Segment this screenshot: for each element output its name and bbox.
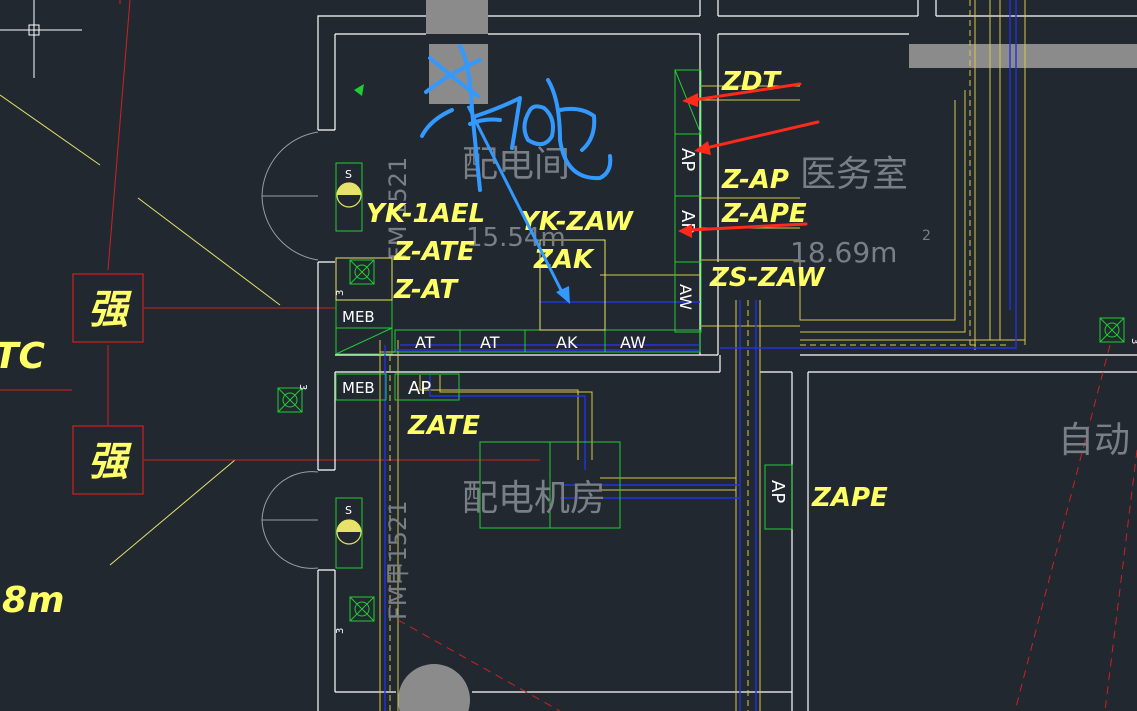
label-zak: ZAK xyxy=(533,245,595,275)
three-label-1: 3 xyxy=(335,290,346,296)
blue-arrow-annotation xyxy=(466,105,570,304)
at-label-2: AT xyxy=(480,333,500,352)
meb-label-upper: MEB xyxy=(342,308,375,326)
junction-box-4 xyxy=(1099,317,1125,343)
junction-box-1 xyxy=(349,259,375,285)
green-marker-icon xyxy=(354,84,364,96)
s-label-lower: S xyxy=(345,504,352,517)
green-equipment xyxy=(335,69,793,569)
label-z-ap: Z-AP xyxy=(721,165,789,195)
s-label-upper: S xyxy=(345,168,352,181)
door-swings xyxy=(261,131,319,569)
building-walls xyxy=(317,0,1137,711)
strong-current-box-lower: 强 xyxy=(72,425,144,495)
room-name-machine: 配电机房 xyxy=(462,478,606,519)
at-label-1: AT xyxy=(415,333,435,352)
room-area-distribution: 15.54m xyxy=(466,223,566,253)
crosshair-cursor xyxy=(0,0,82,78)
room-area-medical: 18.69m xyxy=(790,236,897,269)
label-zs-zaw: ZS-ZAW xyxy=(709,263,826,293)
handwriting-annotation xyxy=(420,44,613,192)
blue-wires xyxy=(384,0,1017,711)
beam-fill-right xyxy=(909,44,1137,68)
left-area-lines xyxy=(0,0,540,566)
red-arrow-annotations xyxy=(678,82,820,238)
ap-label-lower: AP xyxy=(408,378,431,399)
label-yk-1ael: YK-1AEL xyxy=(366,199,485,229)
door-label-lower: FM甲1521 xyxy=(384,500,412,620)
meb-label-lower: MEB xyxy=(342,379,375,397)
ap-label-machine: AP xyxy=(767,480,788,503)
label-left-tc: TC xyxy=(0,336,46,377)
aw-label-vertical: AW xyxy=(676,284,695,310)
column-fill-bottom xyxy=(398,664,470,711)
ak-label: AK xyxy=(556,333,578,352)
label-left-area: 8m xyxy=(2,580,65,621)
ap-label-1: AP xyxy=(677,148,698,171)
room-name-auto: 自动 xyxy=(1058,420,1130,461)
label-yk-zaw: YK-ZAW xyxy=(520,207,634,237)
ap-label-2: AP xyxy=(677,210,698,233)
label-z-at: Z-AT xyxy=(393,275,459,305)
s-switch-symbols xyxy=(336,182,362,545)
strong-current-box-upper: 强 xyxy=(72,273,144,343)
three-label-2: 3 xyxy=(297,384,308,390)
column-fill-top xyxy=(426,0,488,34)
red-dashed-lines xyxy=(397,344,1137,711)
yellow-cable-trays xyxy=(379,0,1026,711)
label-z-ate: Z-ATE xyxy=(393,237,475,267)
aw-label-horizontal: AW xyxy=(620,333,646,352)
door-label-upper: FM 1521 xyxy=(384,157,412,260)
junction-box-2 xyxy=(277,387,303,413)
yellow-dashed-lines xyxy=(389,0,1010,711)
label-zate: ZATE xyxy=(407,411,480,441)
three-label-3: 3 xyxy=(335,628,346,634)
three-label-4: 3 xyxy=(1129,338,1137,344)
room-area-superscript: 2 xyxy=(922,228,931,244)
room-name-medical: 医务室 xyxy=(800,154,908,195)
junction-box-3 xyxy=(349,596,375,622)
label-zape: ZAPE xyxy=(811,483,888,513)
strong-current-label-upper: 强 xyxy=(88,287,132,333)
strong-current-label-lower: 强 xyxy=(88,439,132,485)
